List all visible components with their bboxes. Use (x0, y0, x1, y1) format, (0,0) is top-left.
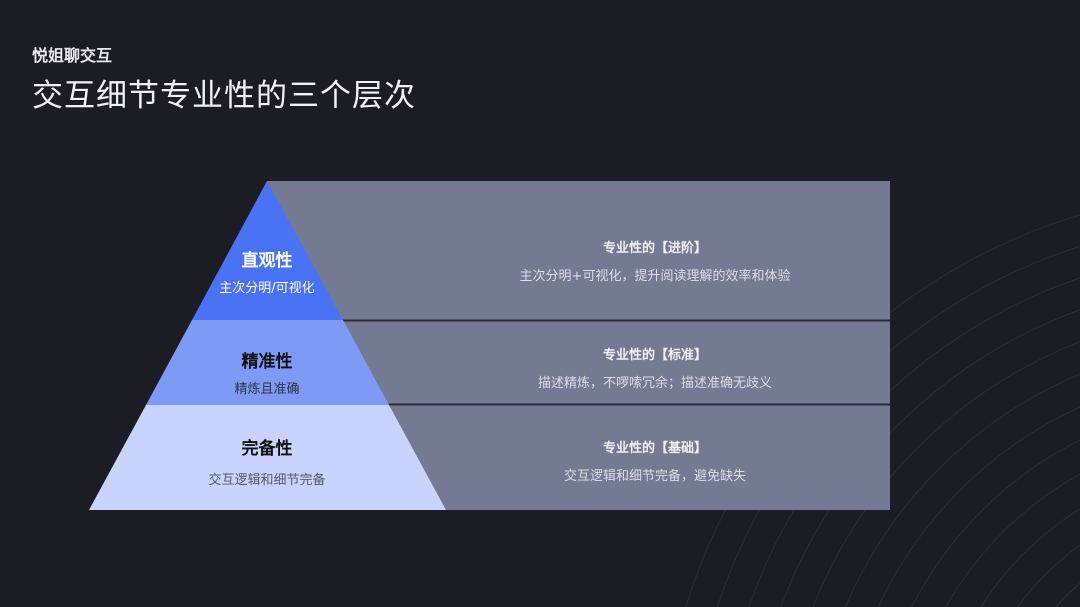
level-standard: 专业性的【标准】 描述精炼，不啰嗦冗余；描述准确无歧义 (420, 344, 890, 391)
background-arc (1016, 544, 1080, 607)
page-title: 交互细节专业性的三个层次 (32, 78, 416, 114)
level-description: 主次分明+可视化，提升阅读理解的效率和体验 (519, 269, 791, 284)
level-description: 描述精炼，不啰嗦冗余；描述准确无歧义 (537, 376, 772, 391)
background-arc (877, 406, 1080, 607)
background-arc (945, 473, 1080, 607)
brand-label: 悦姐聊交互 (32, 46, 113, 65)
pyramid-tier-top (192, 181, 343, 320)
level-title: 专业性的【进阶】 (602, 241, 707, 256)
tier-subtitle: 精炼且准确 (234, 382, 300, 397)
tier-title: 完备性 (241, 439, 293, 459)
tier-intuitive: 直观性 主次分明/可视化 (219, 246, 314, 296)
level-advanced: 专业性的【进阶】 主次分明+可视化，提升阅读理解的效率和体验 (420, 237, 890, 284)
background-arc (780, 309, 1080, 607)
tier-complete: 完备性 交互逻辑和细节完备 (208, 434, 325, 488)
background-arc (980, 508, 1080, 607)
background-arc (844, 373, 1080, 607)
level-panel-advanced (267, 181, 890, 320)
tier-title: 精准性 (241, 352, 293, 372)
pyramid-tier-middle (146, 320, 389, 405)
tier-title: 直观性 (241, 251, 293, 271)
pyramid-tier-bottom (89, 405, 446, 510)
background-arc (812, 341, 1080, 607)
background-arc (911, 439, 1080, 607)
level-title: 专业性的【标准】 (602, 348, 707, 363)
level-basic: 专业性的【基础】 交互逻辑和细节完备，避免缺失 (420, 437, 890, 484)
tier-subtitle: 主次分明/可视化 (219, 281, 315, 296)
level-description: 交互逻辑和细节完备，避免缺失 (563, 469, 746, 484)
tier-subtitle: 交互逻辑和细节完备 (208, 473, 326, 488)
tier-precise: 精准性 精炼且准确 (234, 347, 299, 397)
level-title: 专业性的【基础】 (602, 441, 707, 456)
